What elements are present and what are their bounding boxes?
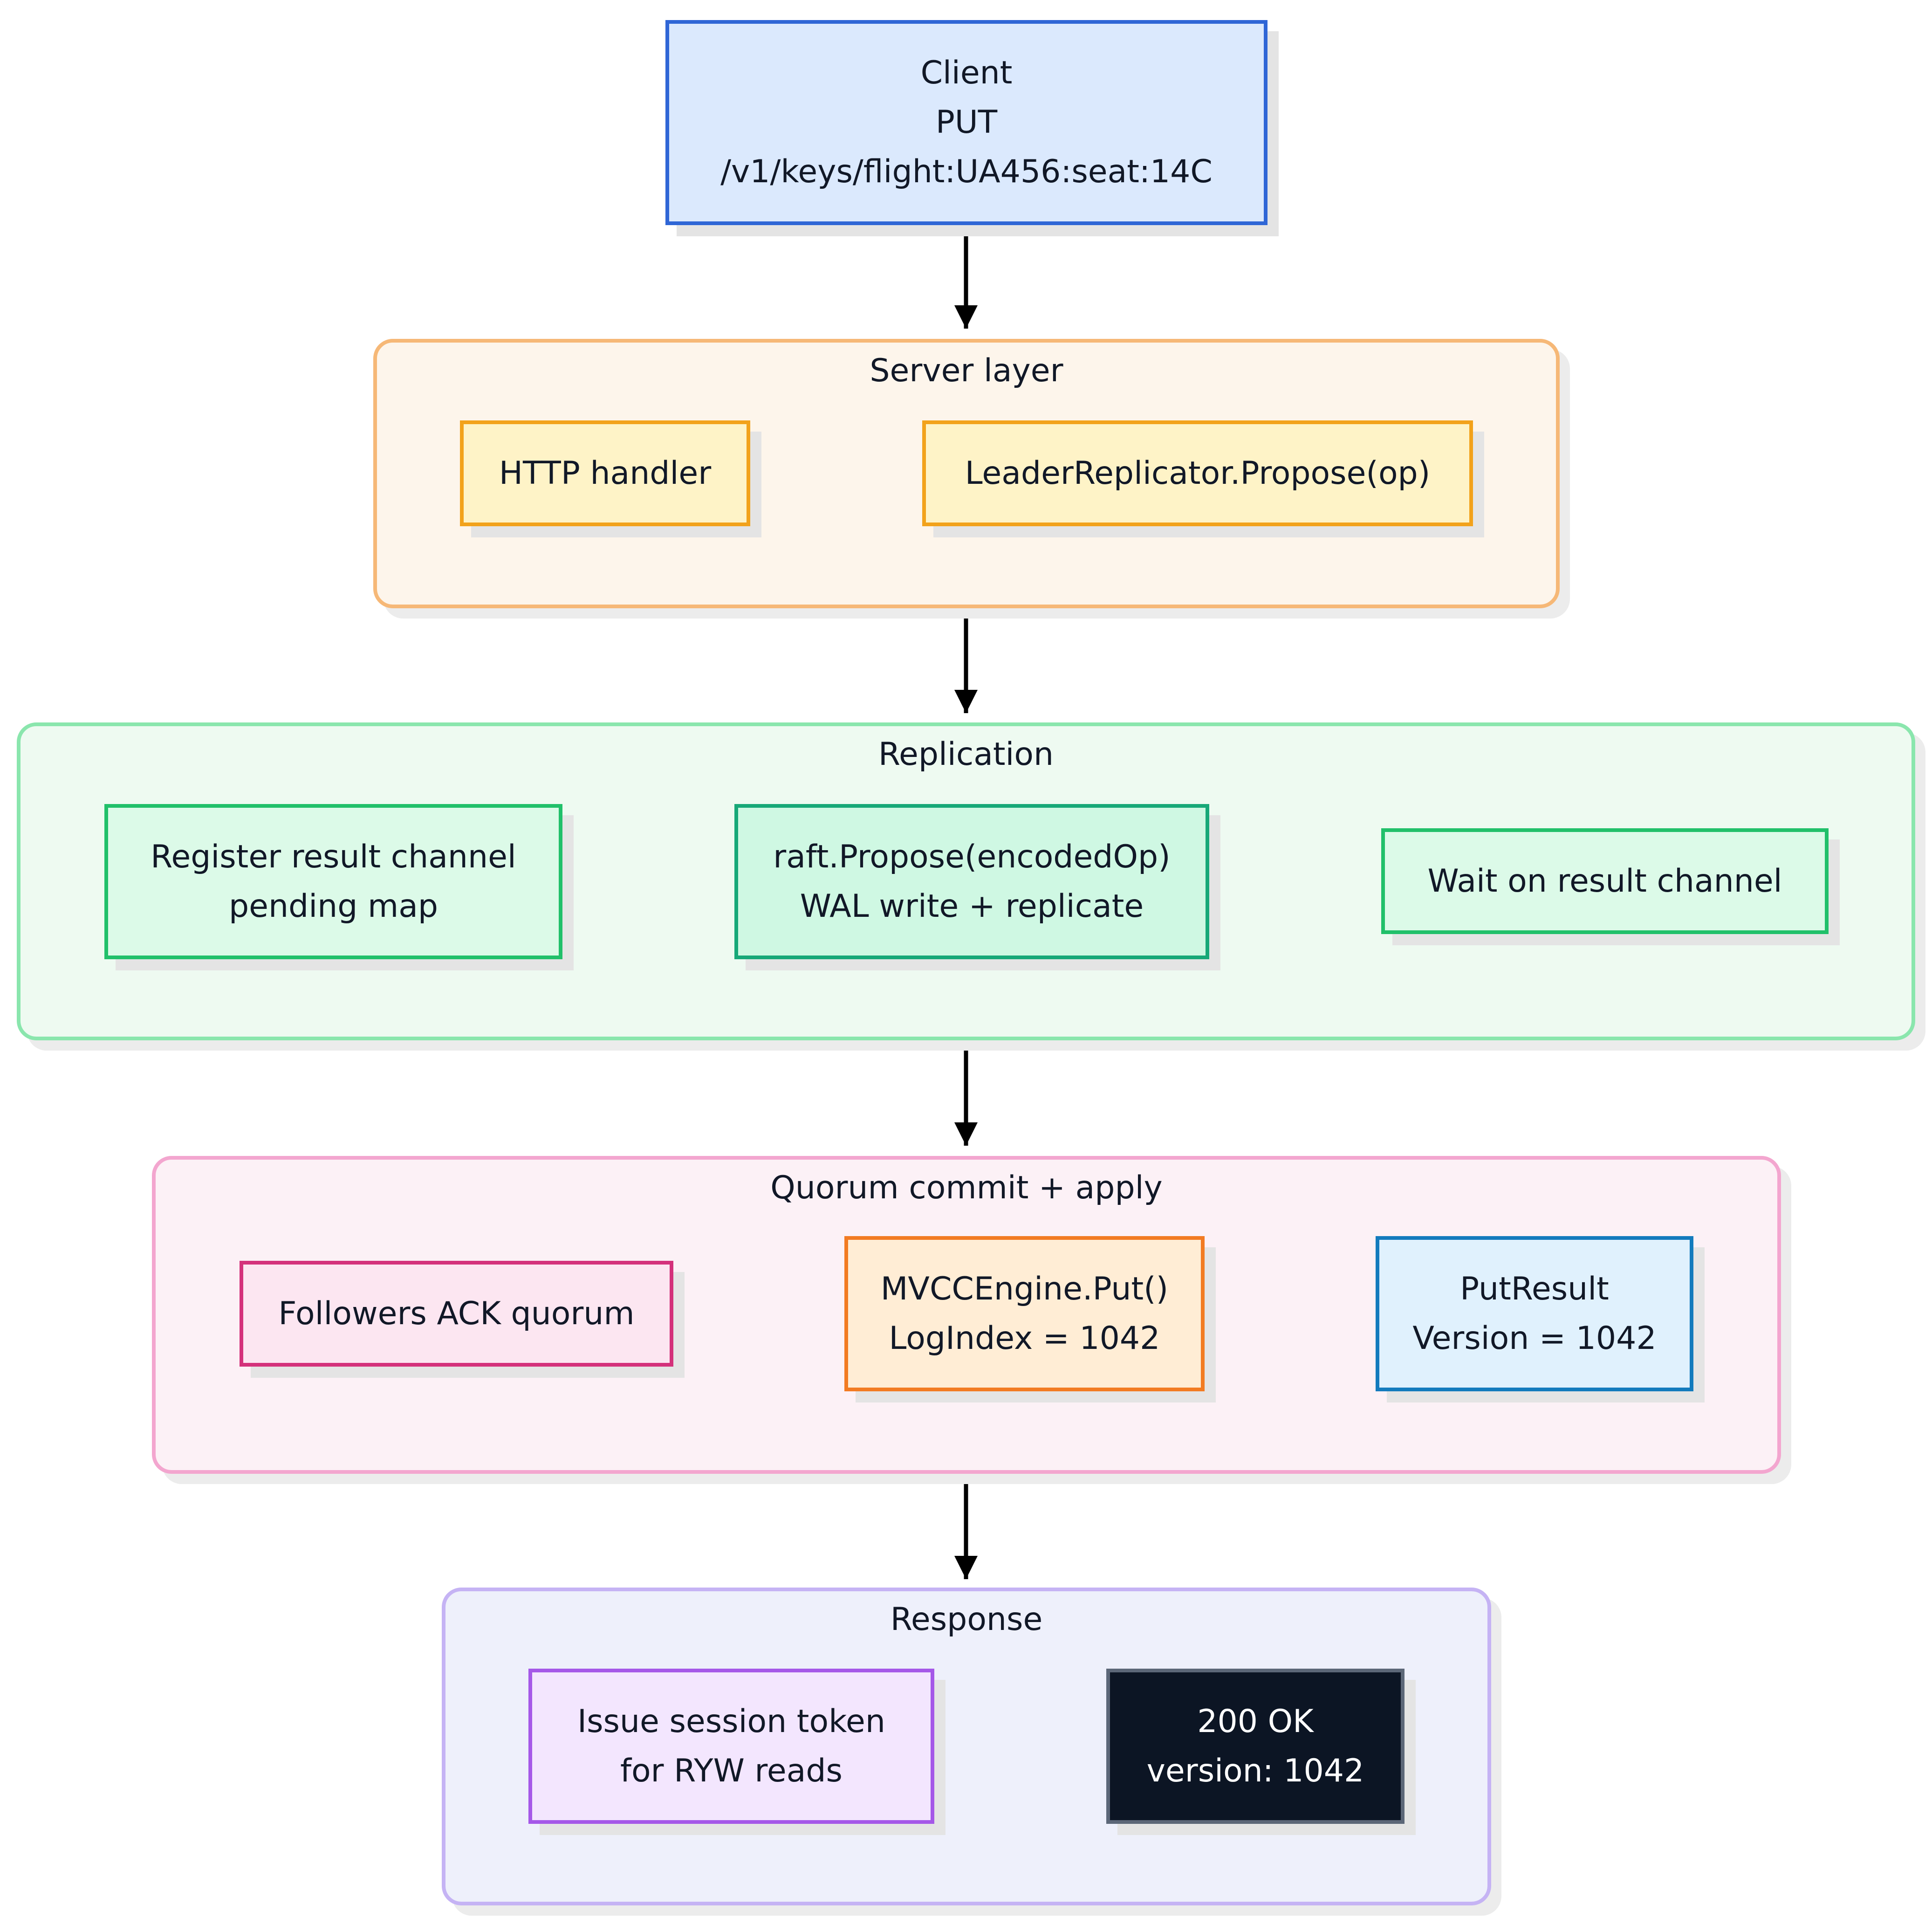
leader-propose-node: LeaderReplicator.Propose(op) (922, 420, 1473, 526)
client-label-line-2: PUT (935, 104, 998, 141)
mvcc-put-line-2: LogIndex = 1042 (889, 1320, 1160, 1357)
raft-propose-line-1: raft.Propose(encodedOp) (773, 838, 1171, 875)
session-token-node: Issue session token for RYW reads (528, 1669, 934, 1824)
client-node: Client PUT /v1/keys/flight:UA456:seat:14… (665, 20, 1267, 225)
register-channel-node: Register result channel pending map (104, 804, 562, 959)
http-handler-label: HTTP handler (499, 454, 712, 492)
register-channel-line-2: pending map (228, 887, 438, 925)
client-label-line-3: /v1/keys/flight:UA456:seat:14C (720, 153, 1213, 190)
register-channel-line-1: Register result channel (151, 838, 516, 875)
followers-ack-node: Followers ACK quorum (240, 1261, 673, 1367)
replication-title: Replication (878, 736, 1054, 773)
quorum-commit-title: Quorum commit + apply (770, 1169, 1163, 1206)
put-result-line-1: PutResult (1460, 1270, 1609, 1307)
http-handler-node: HTTP handler (460, 420, 750, 526)
client-label-line-1: Client (920, 55, 1013, 91)
put-result-line-2: Version = 1042 (1412, 1320, 1657, 1357)
put-result-node: PutResult Version = 1042 (1376, 1236, 1693, 1391)
session-token-line-2: for RYW reads (620, 1752, 843, 1789)
server-layer-title: Server layer (870, 352, 1063, 389)
followers-ack-label: Followers ACK quorum (278, 1295, 635, 1332)
ok-response-line-1: 200 OK (1197, 1703, 1314, 1740)
mvcc-put-node: MVCCEngine.Put() LogIndex = 1042 (844, 1236, 1205, 1391)
wait-channel-label: Wait on result channel (1427, 862, 1782, 900)
ok-response-node: 200 OK version: 1042 (1106, 1669, 1404, 1824)
mvcc-put-line-1: MVCCEngine.Put() (880, 1270, 1169, 1307)
raft-propose-line-2: WAL write + replicate (800, 887, 1144, 925)
raft-propose-node: raft.Propose(encodedOp) WAL write + repl… (734, 804, 1209, 959)
wait-channel-node: Wait on result channel (1381, 828, 1829, 934)
response-title: Response (890, 1601, 1043, 1638)
session-token-line-1: Issue session token (577, 1703, 885, 1740)
leader-propose-label: LeaderReplicator.Propose(op) (965, 454, 1431, 492)
ok-response-line-2: version: 1042 (1146, 1752, 1364, 1789)
